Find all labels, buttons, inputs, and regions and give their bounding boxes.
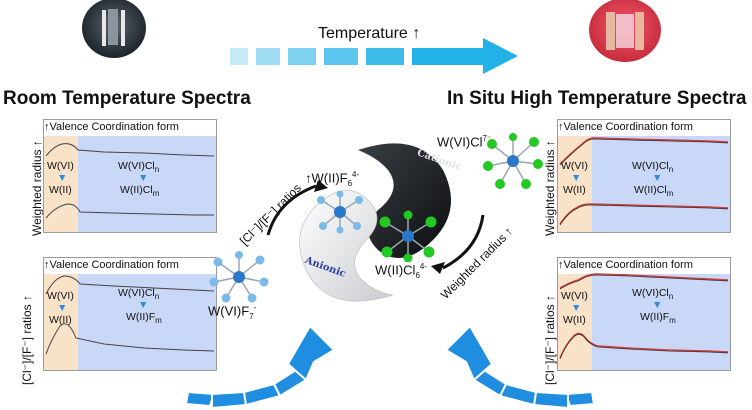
- high-temperature-title: In Situ High Temperature Spectra: [447, 88, 747, 109]
- right-top-wiiclm: W(II)Clm: [634, 184, 674, 199]
- wvif7-molecule-icon: [209, 251, 269, 303]
- left-bottom-down-arrow-icon-2: ▼: [138, 299, 149, 311]
- left-top-wiiclm: W(II)Clm: [120, 184, 160, 199]
- wiicl6-label: W(II)Cl64-: [375, 262, 428, 280]
- left-bottom-wvicln: W(VI)Cln: [118, 287, 160, 302]
- left-bottom-wiifm: W(II)Fm: [126, 311, 162, 326]
- right-top-spectra-panel: ↑Valence Coordination form W(VI) ▼ W(II)…: [557, 119, 731, 233]
- bottom-right-curved-arrow-icon: [444, 324, 596, 410]
- temperature-label: Temperature ↑: [318, 25, 421, 42]
- left-top-header: ↑Valence Coordination form: [44, 121, 179, 133]
- left-top-wvi: W(VI): [47, 160, 74, 172]
- left-bottom-down-arrow-icon: ▼: [57, 302, 68, 314]
- left-top-down-arrow-icon-2: ▼: [138, 172, 149, 184]
- right-bottom-wvi: W(VI): [561, 290, 588, 302]
- left-bottom-axis-label: [Cl⁻]/[F⁻] ratios ↑: [20, 294, 34, 385]
- wvicl7-label: W(VI)Cl7⁻: [437, 134, 492, 150]
- left-top-wvicln: W(VI)Cln: [118, 160, 160, 175]
- left-top-axis-label: Weighted radius ↑: [30, 140, 44, 236]
- bottom-left-curved-arrow-icon: [184, 324, 336, 410]
- right-bottom-down-arrow-icon: ▼: [571, 302, 582, 314]
- right-bottom-header: ↑Valence Coordination form: [558, 259, 693, 271]
- left-bottom-header: ↑Valence Coordination form: [44, 259, 179, 271]
- right-top-down-arrow-icon: ▼: [571, 172, 582, 184]
- high-temp-sample-photo: [589, 0, 661, 62]
- wiif6-label: ↑W(II)F64-: [305, 170, 360, 188]
- right-top-header: ↑Valence Coordination form: [558, 121, 693, 133]
- right-bottom-down-arrow-icon-2: ▼: [652, 299, 663, 311]
- right-top-down-arrow-icon-2: ▼: [652, 172, 663, 184]
- room-temperature-title: Room Temperature Spectra: [3, 88, 251, 109]
- wiif6-molecule-icon: [317, 190, 363, 234]
- room-temp-sample-photo: [82, 0, 146, 58]
- wiicl6-molecule-icon: [379, 210, 437, 262]
- left-top-down-arrow-icon: ▼: [57, 172, 68, 184]
- temperature-arrow: [230, 38, 518, 74]
- right-top-wii: W(II): [563, 184, 586, 196]
- wvif7-label: W(VI)F7-: [208, 303, 257, 321]
- left-bottom-spectra-panel: ↑Valence Coordination form W(VI) ▼ W(II)…: [43, 257, 217, 371]
- right-bottom-wiifm: W(II)Fm: [640, 311, 676, 326]
- center-swirl-graphic: [266, 143, 485, 302]
- right-bottom-wii: W(II): [563, 314, 586, 326]
- wvicl7-molecule-icon: [483, 133, 543, 189]
- right-bottom-spectra-panel: ↑Valence Coordination form W(VI) ▼ W(II)…: [557, 257, 731, 371]
- left-top-spectra-panel: ↑Valence Coordination form W(VI) ▼ W(II)…: [43, 119, 217, 233]
- left-bottom-wvi: W(VI): [47, 290, 74, 302]
- left-bottom-wii: W(II): [49, 314, 72, 326]
- right-top-wvicln: W(VI)Cln: [632, 160, 674, 175]
- right-top-wvi: W(VI): [561, 160, 588, 172]
- right-bottom-wvicln: W(VI)Cln: [632, 287, 674, 302]
- left-top-wii: W(II): [49, 184, 72, 196]
